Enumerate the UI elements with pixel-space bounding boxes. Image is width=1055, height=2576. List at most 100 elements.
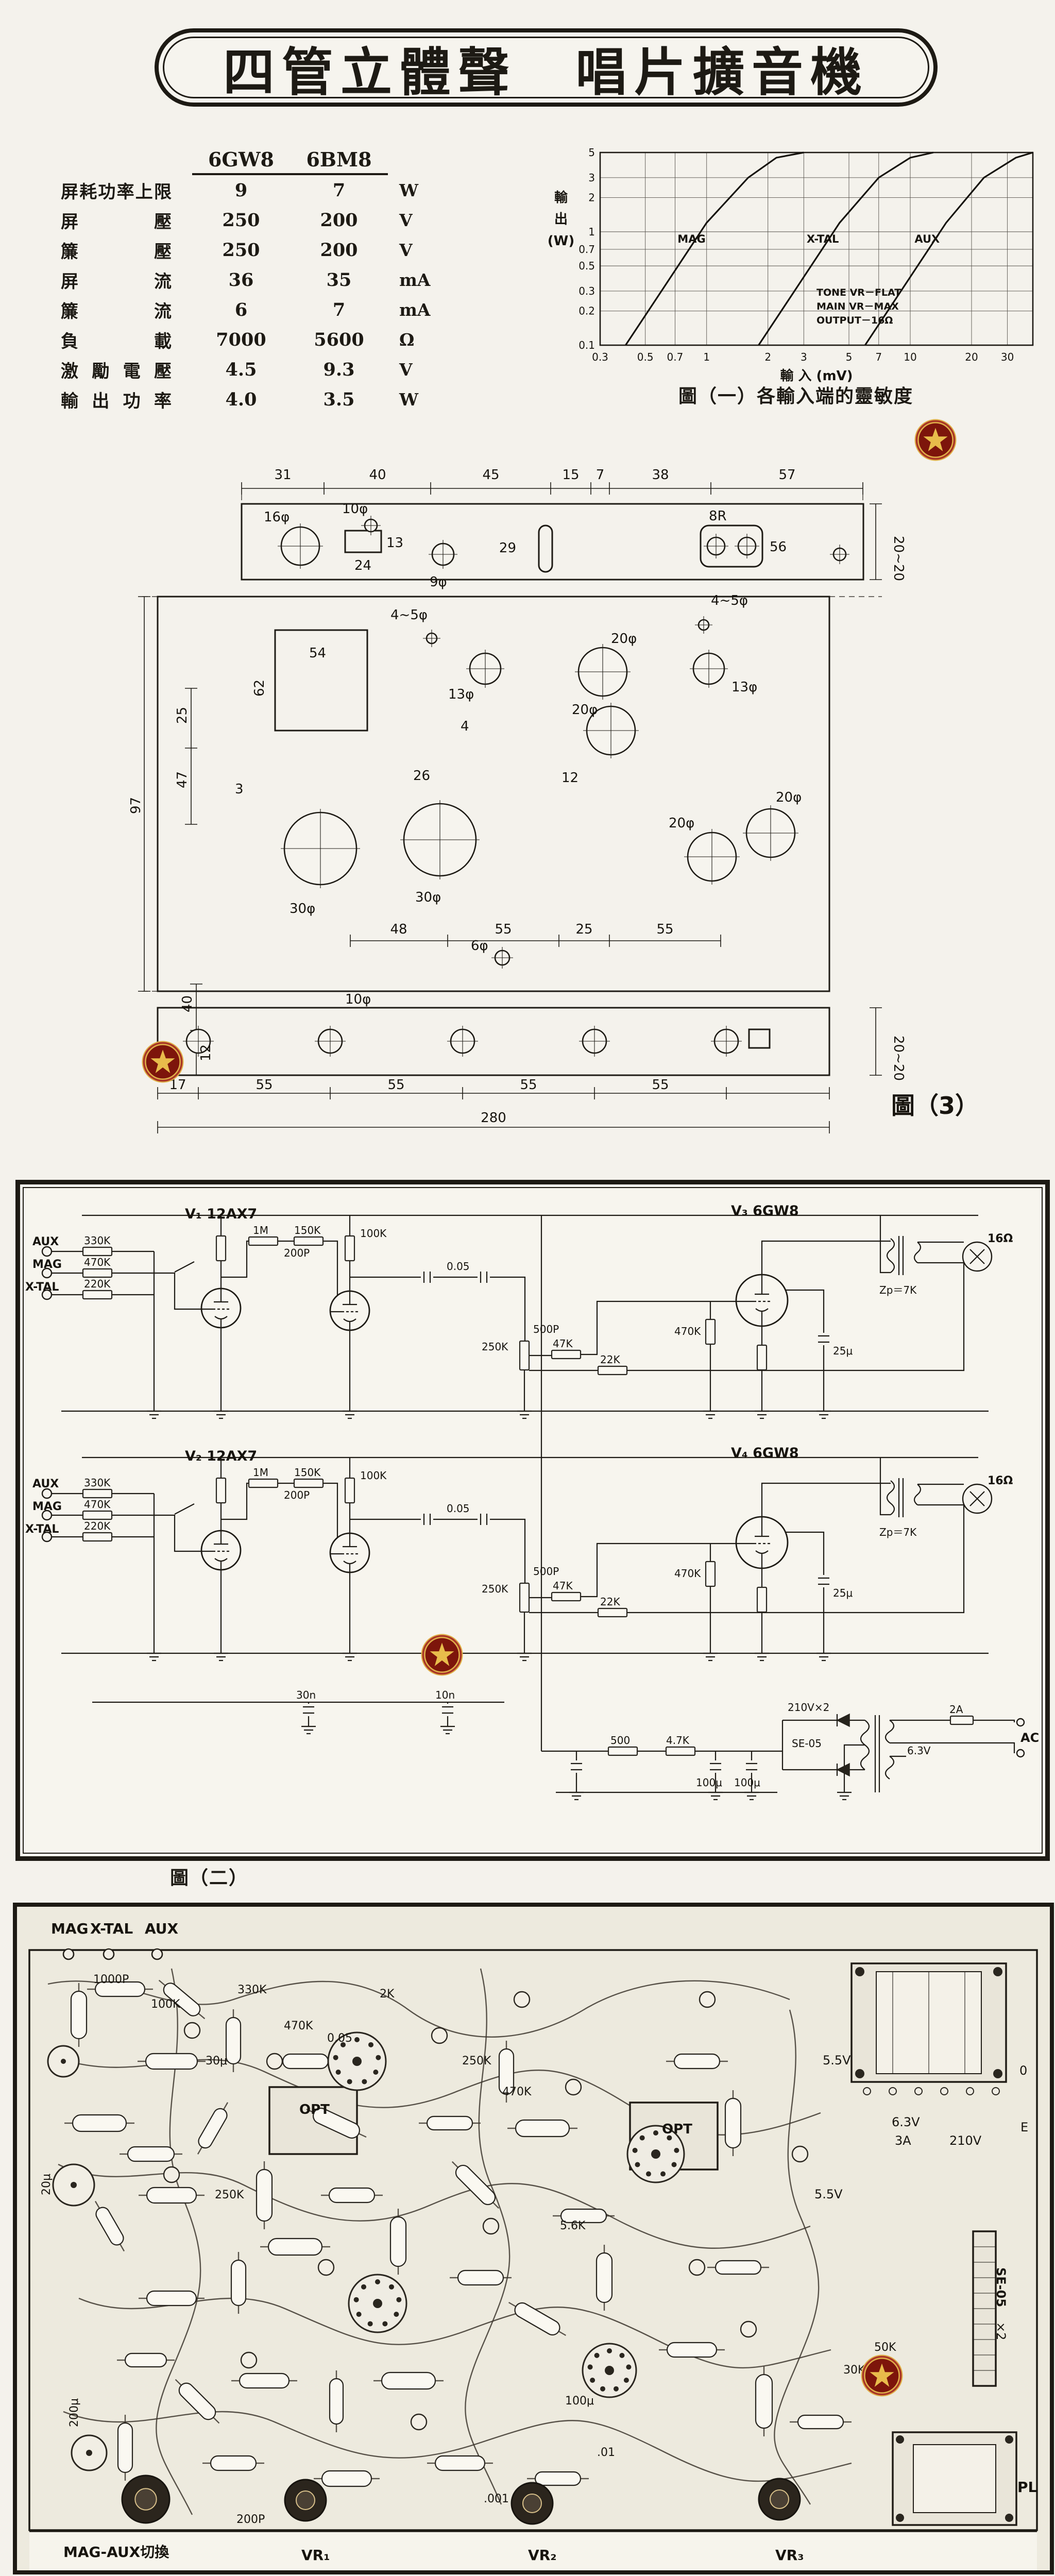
y-tick-label: 5 (588, 146, 595, 159)
component-symbol (82, 1290, 113, 1300)
watermark-star-badge (141, 1040, 184, 1083)
component (202, 2455, 264, 2471)
star-badge-icon (421, 1634, 463, 1676)
diagram-label: 55 (520, 1077, 537, 1093)
diagram-label: Zp＝7K (879, 1284, 917, 1296)
diagram-label: 150K (294, 1466, 321, 1479)
diagram-label: 30n (296, 1689, 316, 1701)
component-symbol (82, 1268, 113, 1278)
component-symbol (215, 1477, 227, 1504)
spec-value-6gw8: 9 (234, 179, 248, 201)
disc-capacitor (513, 1991, 531, 2008)
component-symbol (551, 1349, 582, 1360)
diagram-label: E (1020, 2120, 1028, 2134)
watermark-star-badge (420, 1633, 464, 1676)
diagram-label: 6.3V (892, 2115, 920, 2129)
diagram-label: X-TAL (90, 1920, 133, 1937)
diagram-label: 16Ω (988, 1475, 1013, 1487)
component-symbol (705, 1318, 716, 1345)
diagram-label: 200P (284, 1247, 310, 1259)
spec-row-label: 屏壓 (61, 211, 172, 232)
diagram-label: 16Ω (988, 1232, 1013, 1245)
x-axis-label: 輸 入 (mV) (780, 368, 853, 384)
diagram-label: 22K (600, 1596, 620, 1608)
spec-value-6gw8: 4.0 (225, 388, 257, 410)
y-tick-label: 0.7 (578, 243, 595, 256)
diagram-label: 55 (656, 922, 673, 937)
component-symbol (551, 1591, 582, 1602)
component-symbol (607, 1746, 638, 1756)
component (230, 2252, 247, 2314)
diagram-label: 220K (84, 1278, 111, 1290)
spec-row-label: 負載 (61, 331, 172, 352)
diagram-label: SE-05 (792, 1737, 822, 1750)
spec-row-label: 屏耗功率上限 (61, 181, 172, 202)
diagram-label: 7 (596, 467, 605, 483)
spec-value-6bm8: 200 (320, 239, 358, 261)
spec-unit: mA (399, 269, 431, 290)
diagram-label: 0 (1019, 2063, 1027, 2078)
x-tick-label: 0.7 (667, 351, 684, 363)
diagram-label: 55 (495, 922, 512, 937)
diagram-label: 6.3V (907, 1744, 931, 1757)
diagram-label: 62 (252, 680, 267, 697)
diagram-label: AC (1020, 1731, 1039, 1745)
diagram-label: .001 (484, 2493, 509, 2505)
y-axis-label: 輸 (554, 190, 568, 206)
diagram-label: VR₃ (775, 2547, 804, 2564)
diagram-label: OPT (299, 2102, 330, 2117)
x-tick-label: 1 (703, 351, 710, 363)
diagram-label: 47K (553, 1337, 573, 1350)
power-transformer (850, 1962, 1007, 2095)
diagram-label: 200P (236, 2513, 265, 2526)
diagram-label: 55 (652, 1077, 669, 1093)
diagram-label: 20~20 (891, 1036, 906, 1081)
diagram-label: 40 (369, 467, 386, 483)
component (553, 2208, 615, 2224)
diagram-label: 29 (499, 540, 516, 556)
component (314, 2470, 380, 2487)
diagram-label: ×2 (994, 2322, 1008, 2340)
diagram-label: 0.05 (447, 1502, 470, 1515)
component-symbol (82, 1488, 113, 1499)
diagram-label: X-TAL (25, 1523, 59, 1536)
schematic-power-section (92, 1215, 1025, 1793)
component (321, 2187, 383, 2204)
diagram-label: 97 (129, 797, 144, 814)
spec-value-6bm8: 7 (332, 299, 346, 320)
chassis-dimension-lines (138, 482, 882, 1133)
diagram-label: 48 (390, 922, 407, 937)
diagram-label: 13 (386, 535, 403, 551)
y-tick-label: 0.5 (578, 260, 595, 272)
diagram-label: 6φ (471, 938, 488, 954)
diagram-label: 45 (482, 467, 499, 483)
x-tick-label: 30 (1001, 351, 1014, 363)
diagram-label: 210V×2 (788, 1701, 829, 1714)
spec-value-6bm8: 7 (332, 179, 346, 201)
diagram-label: MAG-AUX切換 (63, 2544, 169, 2561)
diagram-label: 4~5φ (390, 607, 428, 623)
component (70, 1983, 88, 2047)
disc-capacitor (740, 2320, 757, 2338)
component (306, 2107, 367, 2139)
diagram-label: V₄ 6GW8 (731, 1445, 799, 1461)
disc-capacitor (482, 2217, 500, 2235)
diagram-label: 100K (151, 1998, 180, 2011)
component (197, 2102, 229, 2155)
diagram-label: 280 (481, 1110, 506, 1126)
diagram-label: 3 (235, 782, 244, 797)
component (507, 2119, 577, 2138)
diagram-label: 4 (461, 719, 469, 734)
component (260, 2238, 330, 2256)
x-tick-label: 10 (904, 351, 916, 363)
diagram-label: 25 (175, 707, 190, 724)
series-label: AUX (914, 233, 940, 245)
diagram-label: 250K (482, 1583, 508, 1595)
diagram-label: 4~5φ (711, 593, 748, 608)
disc-capacitor (791, 2145, 809, 2163)
